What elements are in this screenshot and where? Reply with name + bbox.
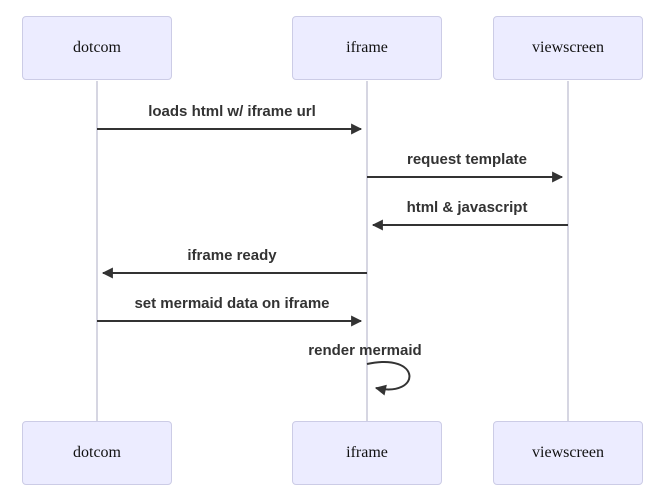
message-label-html-javascript: html & javascript <box>406 199 528 216</box>
actor-label-dotcom: dotcom <box>73 444 121 461</box>
actor-label-viewscreen: viewscreen <box>532 444 604 461</box>
message-label-set-mermaid-data: set mermaid data on iframe <box>134 295 330 312</box>
actor-box-viewscreen-bottom: viewscreen <box>493 421 643 485</box>
message-label-request-template: request template <box>406 151 528 168</box>
actor-box-iframe-top: iframe <box>292 16 442 80</box>
actor-label-iframe: iframe <box>346 39 388 56</box>
actor-box-dotcom-top: dotcom <box>22 16 172 80</box>
actor-box-dotcom-bottom: dotcom <box>22 421 172 485</box>
arrow-render-mermaid-self-loop <box>366 361 411 396</box>
actor-label-dotcom: dotcom <box>73 39 121 56</box>
message-label-loads-html: loads html w/ iframe url <box>148 103 316 120</box>
actor-box-viewscreen-top: viewscreen <box>493 16 643 80</box>
message-label-iframe-ready: iframe ready <box>187 247 277 264</box>
actor-label-iframe: iframe <box>346 444 388 461</box>
message-label-render-mermaid: render mermaid <box>308 342 422 359</box>
actor-box-iframe-bottom: iframe <box>292 421 442 485</box>
actor-label-viewscreen: viewscreen <box>532 39 604 56</box>
